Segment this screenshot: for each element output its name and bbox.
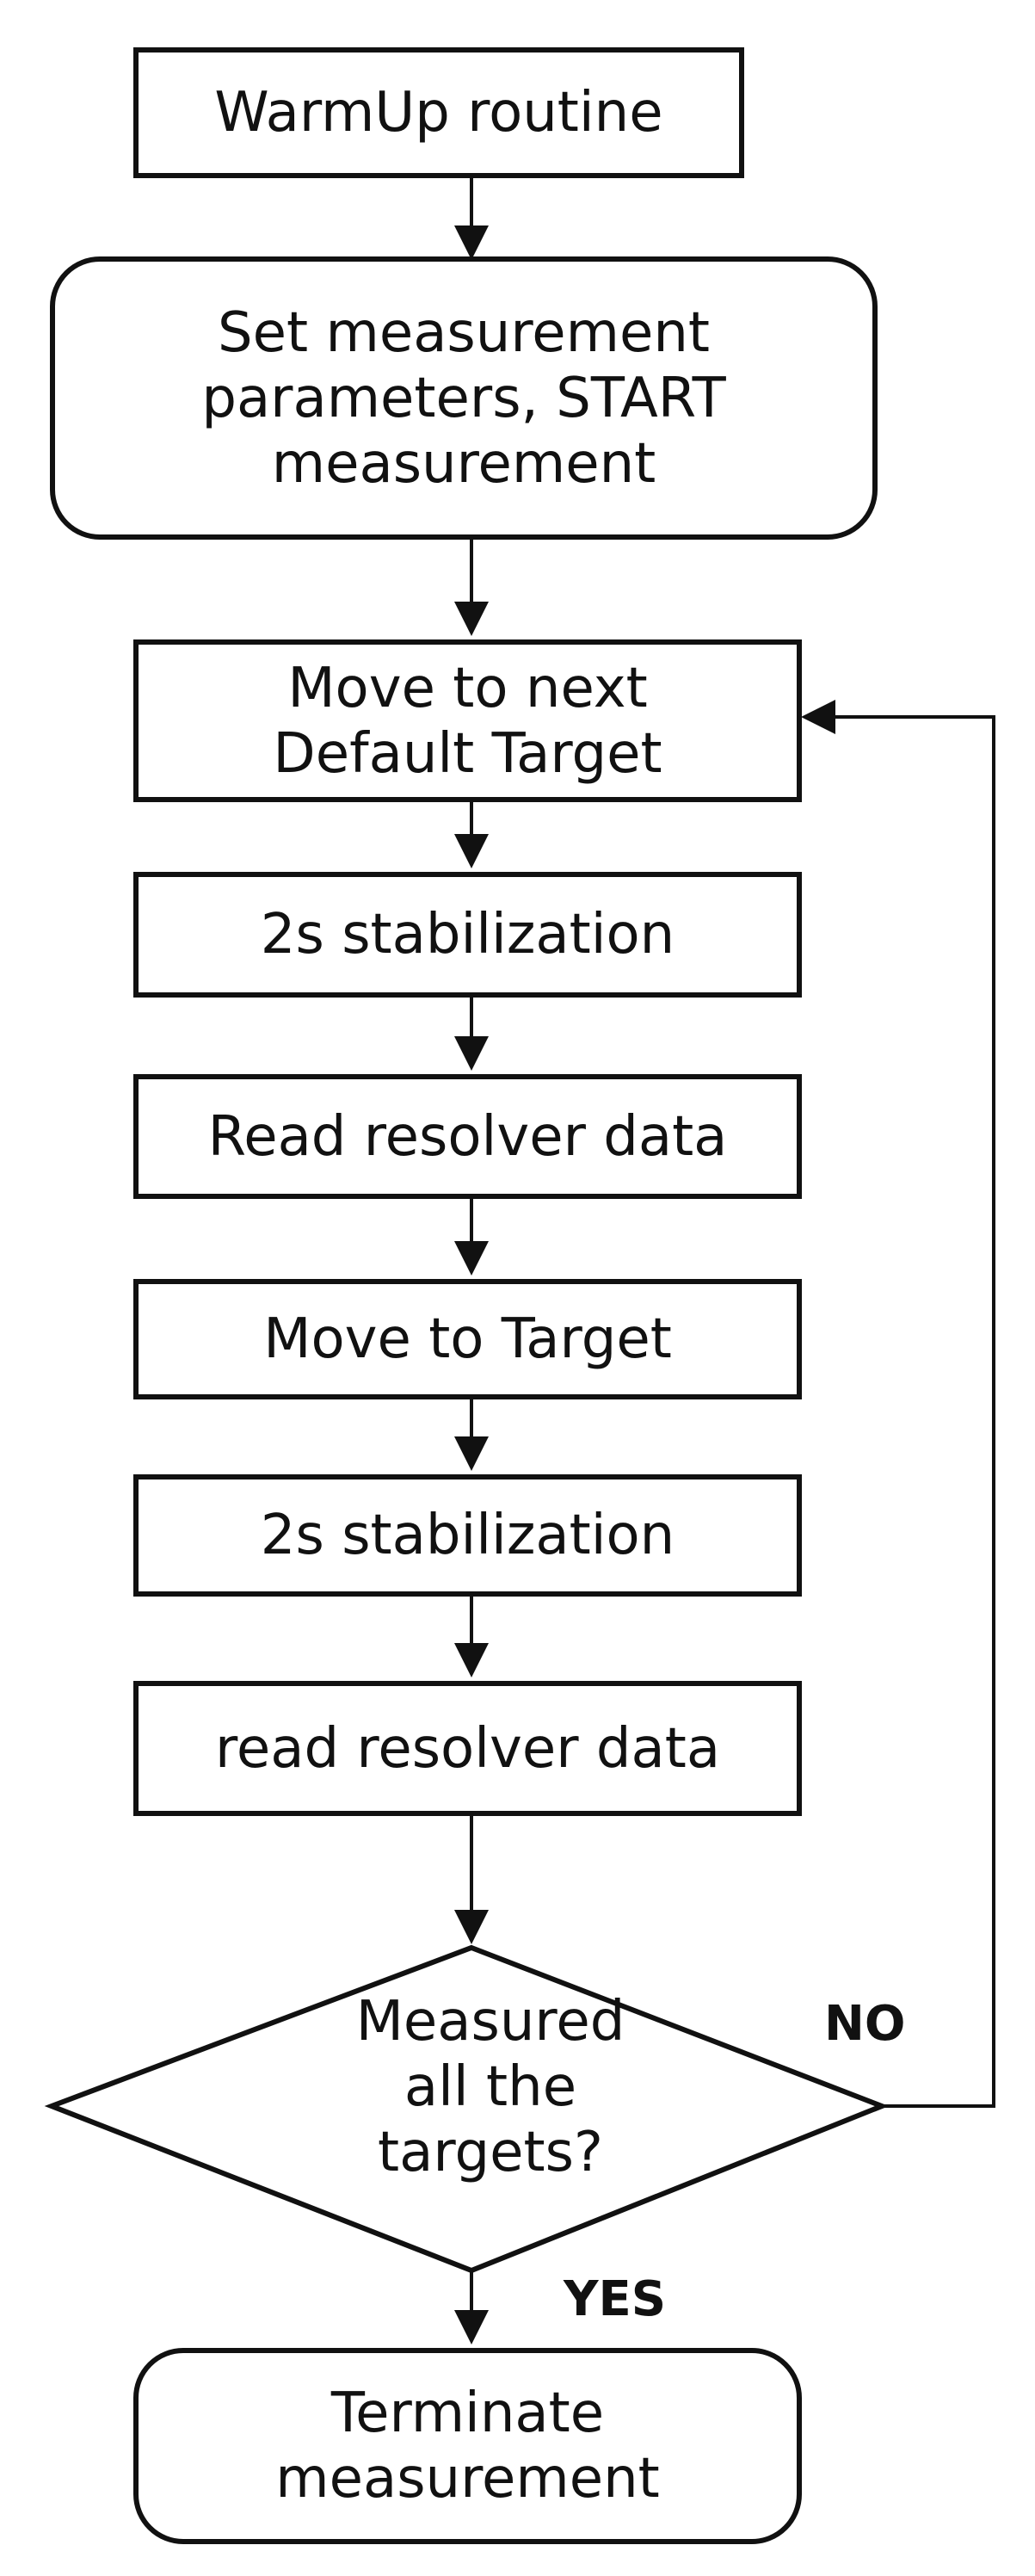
step-stabilization-1-label: 2s stabilization bbox=[260, 903, 675, 967]
step-stabilization-2-label: 2s stabilization bbox=[260, 1504, 675, 1567]
arrow-no-loop-back bbox=[801, 700, 995, 2108]
step-move-target: Move to Target bbox=[133, 1279, 802, 1399]
branch-label-yes: YES bbox=[564, 2271, 667, 2327]
step-read-resolver-1-label: Read resolver data bbox=[207, 1104, 728, 1169]
step-terminate-label: Terminate measurement bbox=[275, 2381, 660, 2511]
step-read-resolver-2: read resolver data bbox=[133, 1681, 802, 1816]
step-read-resolver-2-label: read resolver data bbox=[214, 1716, 721, 1781]
step-set-parameters: Set measurement parameters, START measur… bbox=[50, 256, 878, 540]
step-read-resolver-1: Read resolver data bbox=[133, 1074, 802, 1199]
step-set-parameters-label: Set measurement parameters, START measur… bbox=[201, 300, 726, 496]
step-terminate-measurement: Terminate measurement bbox=[133, 2348, 802, 2544]
step-move-default-target: Move to next Default Target bbox=[133, 639, 802, 802]
decision-diamond bbox=[44, 1944, 890, 2274]
branch-label-no: NO bbox=[824, 1996, 906, 2052]
decision-question: Measured all the targets? bbox=[355, 1990, 625, 2184]
step-move-target-label: Move to Target bbox=[263, 1307, 672, 1371]
step-warmup-routine: WarmUp routine bbox=[133, 47, 744, 178]
step-warmup-label: WarmUp routine bbox=[214, 81, 663, 145]
step-stabilization-2: 2s stabilization bbox=[133, 1474, 802, 1597]
step-move-default-target-label: Move to next Default Target bbox=[273, 656, 662, 786]
step-stabilization-1: 2s stabilization bbox=[133, 872, 802, 998]
